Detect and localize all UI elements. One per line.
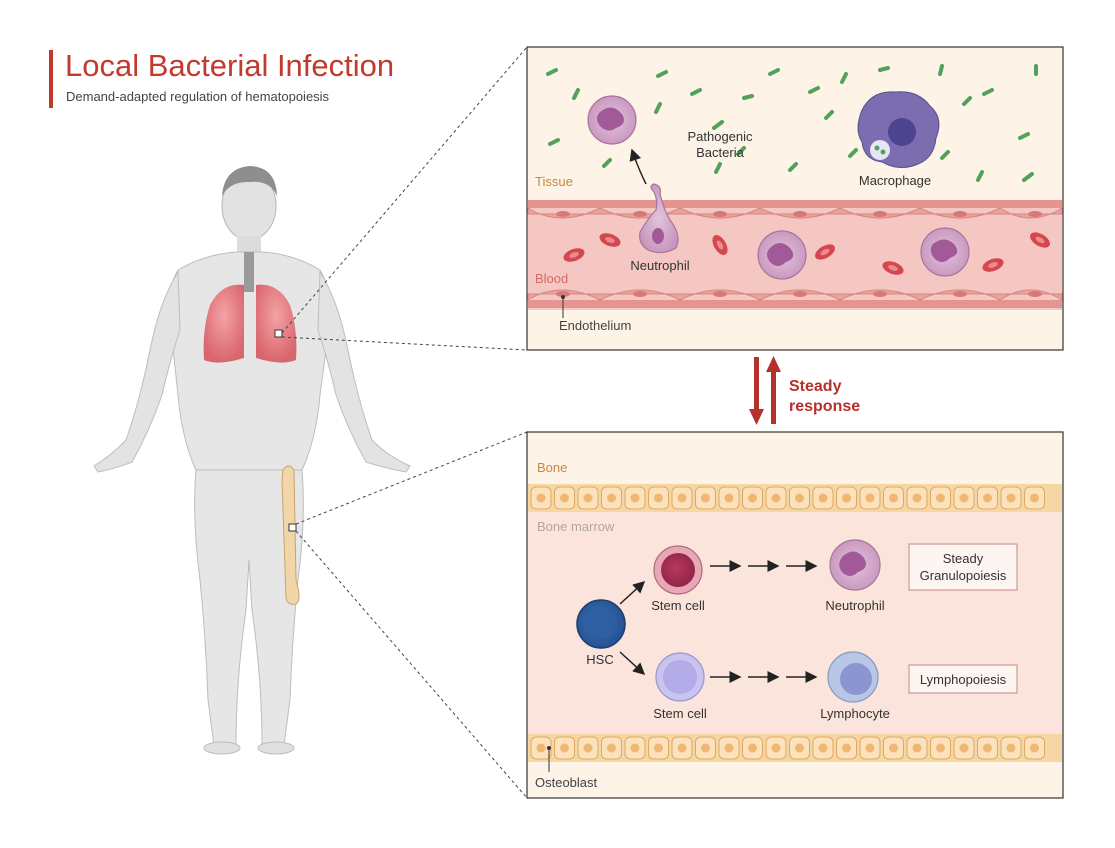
bone-cell-nucleus (983, 743, 992, 753)
stem-cell-bottom-label: Stem cell (653, 706, 707, 721)
bone-cell-nucleus (771, 493, 781, 503)
marrow-panel: HSC Stem cell Neutrophil Steady (526, 431, 1064, 799)
lymphocyte (827, 651, 879, 703)
bacteria-label-line1: Pathogenic (687, 129, 753, 144)
bone-cells-bottom (530, 736, 1045, 760)
stem-cell-lymphoid (655, 652, 705, 702)
macrophage (857, 91, 940, 168)
neutrophil-transmigrating (639, 183, 679, 254)
bone-cell-nucleus (654, 493, 663, 503)
bone-cell-nucleus (654, 743, 663, 753)
bone-cell-nucleus (536, 743, 546, 753)
neutrophil-vessel-label: Neutrophil (630, 258, 689, 273)
response-arrows: Steady response (749, 356, 860, 425)
bone-cell-nucleus (748, 743, 757, 753)
bone-cell-nucleus (724, 493, 734, 503)
granulopoiesis-box (908, 543, 1018, 591)
bone-cell-nucleus (748, 493, 757, 503)
stem-cell-top-label: Stem cell (651, 598, 705, 613)
neutrophil-marrow (829, 539, 881, 591)
bone-cell-nucleus (865, 493, 875, 503)
hsc-label: HSC (586, 652, 613, 667)
bone-cell-nucleus (607, 493, 616, 503)
endothelium-label: Endothelium (559, 318, 631, 333)
bone-cell-nucleus (795, 493, 804, 503)
left-lung (203, 284, 244, 363)
bone-cell-nucleus (536, 493, 546, 503)
bone-cells-top (530, 486, 1045, 510)
bone-cell-nucleus (724, 743, 734, 753)
bacteria-label-line2: Bacteria (696, 145, 744, 160)
bone-label: Bone (537, 460, 567, 475)
page-subtitle: Demand-adapted regulation of hematopoies… (66, 89, 330, 104)
bone-cell-nucleus (677, 493, 687, 503)
neutrophil-vessel-1 (757, 230, 807, 280)
bone-cell-nucleus (959, 743, 969, 753)
bone-cell-nucleus (771, 743, 781, 753)
bone-cell-nucleus (912, 493, 922, 503)
bone-cell-nucleus (983, 493, 992, 503)
bone-cell-nucleus (677, 743, 687, 753)
response-label-line1: Steady (789, 378, 842, 395)
bone-cell-nucleus (936, 493, 945, 503)
bone-cell-nucleus (959, 493, 969, 503)
pathogenic-bacteria (546, 64, 1038, 182)
response-label-line2: response (789, 398, 860, 415)
bone-cell-nucleus (912, 743, 922, 753)
bone-cell-nucleus (889, 493, 898, 503)
lymphopoiesis-box (908, 664, 1018, 694)
title-accent-bar (49, 50, 53, 108)
lymphopoiesis-label: Lymphopoiesis (920, 672, 1007, 687)
granulopoiesis-line2: Granulopoiesis (920, 568, 1007, 583)
blood-label: Blood (535, 271, 568, 286)
femur-bone (281, 465, 300, 605)
bone-cell-nucleus (842, 743, 851, 753)
bone-cell-nucleus (1030, 493, 1039, 503)
tissue-panel: Tissue Blood Endothelium Pathogenic Bact… (526, 46, 1064, 351)
tissue-label: Tissue (535, 174, 573, 189)
bone-cell-nucleus (630, 743, 640, 753)
bone-cell-nucleus (607, 743, 616, 753)
stem-cell-myeloid (653, 545, 703, 595)
bone-cell-nucleus (818, 493, 828, 503)
bone-marrow-label: Bone marrow (537, 519, 615, 534)
osteoblast-label: Osteoblast (535, 775, 598, 790)
neutrophil-tissue (587, 95, 637, 145)
bone-cell-nucleus (583, 743, 593, 753)
bone-cell-nucleus (1006, 493, 1016, 503)
bone-zoom-marker (288, 523, 297, 532)
page-title: Local Bacterial Infection (65, 48, 395, 83)
bone-cell-nucleus (1006, 743, 1016, 753)
zoom-lines (281, 46, 528, 799)
bone-cell-nucleus (842, 493, 851, 503)
bone-cell-nucleus (818, 743, 828, 753)
bone-cell-nucleus (889, 743, 898, 753)
bone-cell-nucleus (583, 493, 593, 503)
bone-cell-nucleus (1030, 743, 1039, 753)
bone-cell-nucleus (560, 743, 569, 753)
lung-zoom-marker (274, 329, 283, 338)
granulopoiesis-line1: Steady (943, 551, 984, 566)
bone-cell-nucleus (865, 743, 875, 753)
neutrophil-marrow-label: Neutrophil (825, 598, 884, 613)
bone-cell-nucleus (936, 743, 945, 753)
macrophage-label: Macrophage (859, 173, 931, 188)
bone-cell-nucleus (701, 743, 710, 753)
bone-cell-nucleus (795, 743, 804, 753)
bone-cell-nucleus (560, 493, 569, 503)
lymphocyte-label: Lymphocyte (820, 706, 890, 721)
bone-cell-nucleus (701, 493, 710, 503)
neutrophil-vessel-2 (920, 227, 970, 277)
right-lung (256, 284, 297, 363)
hsc-cell (576, 599, 626, 649)
bone-cell-nucleus (630, 493, 640, 503)
human-body (93, 166, 411, 755)
